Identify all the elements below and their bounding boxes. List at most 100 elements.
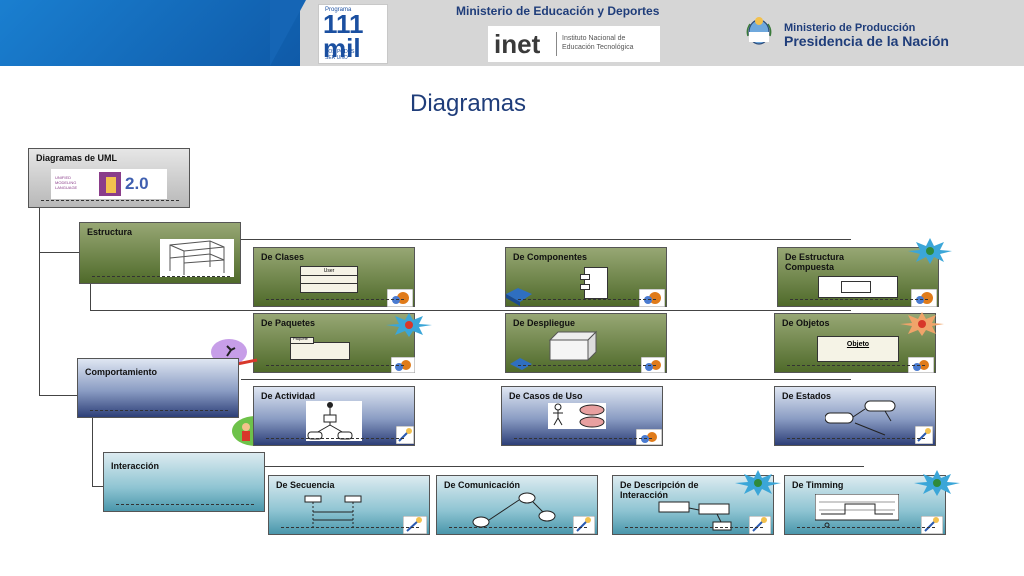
connector-root-structure xyxy=(39,252,79,253)
interaction-label: Interacción xyxy=(111,461,160,471)
wand-tool-icon xyxy=(403,516,427,534)
connector-root-vertical xyxy=(39,208,40,396)
structure-box[interactable]: Estructura xyxy=(79,222,241,284)
interaction-overview-mini-diagram xyxy=(658,501,732,531)
connector-structure-down xyxy=(90,284,91,310)
wand-tool-icon xyxy=(396,426,414,444)
wand-tool-icon xyxy=(921,516,943,534)
gear-tool-icon xyxy=(911,289,937,307)
component-mini-diagram xyxy=(580,267,608,299)
state-mini-diagram xyxy=(825,400,896,436)
box-dash-line xyxy=(116,504,254,505)
puzzle-piece-icon xyxy=(506,288,532,306)
presidency-label: Presidencia de la Nación xyxy=(784,33,949,49)
new-star-badge-icon xyxy=(386,313,432,337)
behavior-label: Comportamiento xyxy=(85,367,157,377)
diagram-secuencia-label: De Secuencia xyxy=(276,480,335,490)
uml-root-box[interactable]: Diagramas de UML UNIFIED MODELING LANGUA… xyxy=(28,148,190,208)
header-blue-band xyxy=(0,0,300,66)
box-dash-line xyxy=(625,527,763,528)
diagram-estados-label: De Estados xyxy=(782,391,832,401)
diagram-estructura-compuesta-label: De Estructura Compuesta xyxy=(785,252,845,272)
connector-structure-row2 xyxy=(241,310,851,311)
diagram-clases-box[interactable]: De Clases User xyxy=(253,247,415,307)
connector-behavior-row xyxy=(241,379,851,380)
diagram-paquetes-box[interactable]: De Paquetes Paquete xyxy=(253,313,415,373)
box-dash-line xyxy=(514,438,652,439)
structure-label: Estructura xyxy=(87,227,133,237)
diagram-casos-uso-box[interactable]: De Casos de Uso xyxy=(501,386,663,446)
diagram-casos-uso-label: De Casos de Uso xyxy=(509,391,583,401)
box-dash-line xyxy=(266,365,404,366)
box-dash-line xyxy=(41,200,179,201)
uml-logo-text: UNIFIED MODELING LANGUAGE xyxy=(55,175,78,190)
uml-logo-icon xyxy=(51,169,167,199)
diagram-comunicacion-box[interactable]: De Comunicación xyxy=(436,475,598,535)
ministry-production-label: Ministerio de Producción xyxy=(784,22,916,34)
ministry-education-title: Ministerio de Educación y Deportes xyxy=(456,4,660,18)
argentina-shield-icon xyxy=(746,17,772,45)
diagram-comunicacion-label: De Comunicación xyxy=(444,480,521,490)
box-dash-line xyxy=(281,527,419,528)
connector-structure-row1 xyxy=(241,239,851,240)
box-dash-line xyxy=(92,276,230,277)
new-star-badge-icon xyxy=(735,470,781,496)
building-frame-icon xyxy=(160,239,234,277)
sequence-mini-diagram xyxy=(304,495,362,528)
use-case-mini-diagram xyxy=(548,403,606,429)
new-star-badge-icon xyxy=(914,470,960,496)
uml-version: 2.0 xyxy=(125,174,149,193)
package-mini-diagram: Paquete xyxy=(290,336,350,360)
diagram-estructura-compuesta-box[interactable]: De Estructura Compuesta xyxy=(777,247,939,307)
box-dash-line xyxy=(266,438,404,439)
wand-tool-icon xyxy=(573,516,595,534)
box-dash-line xyxy=(518,365,656,366)
diagram-descripcion-interaccion-label: De Descripción de Interacción xyxy=(620,480,699,500)
wand-tool-icon xyxy=(749,516,771,534)
header-wedge xyxy=(270,0,306,66)
diagram-timming-box[interactable]: De Timming xyxy=(784,475,946,535)
gear-tool-icon xyxy=(387,289,413,307)
activity-mini-diagram xyxy=(306,401,362,441)
diagram-actividad-label: De Actividad xyxy=(261,391,316,401)
program-small-label: Programa xyxy=(325,7,352,13)
diagram-paquetes-label: De Paquetes xyxy=(261,318,316,328)
class-mini-diagram: User xyxy=(300,266,358,293)
composite-mini-diagram xyxy=(818,276,898,298)
diagram-objetos-box[interactable]: De Objetos Objeto xyxy=(774,313,936,373)
box-dash-line xyxy=(787,365,925,366)
diagram-timming-label: De Timming xyxy=(792,480,844,490)
puzzle-piece-icon xyxy=(510,358,532,370)
diagram-actividad-box[interactable]: De Actividad xyxy=(253,386,415,446)
wand-tool-icon xyxy=(915,426,933,444)
diagram-clases-label: De Clases xyxy=(261,252,305,262)
behavior-box[interactable]: Comportamiento xyxy=(77,358,239,418)
node-cube-icon xyxy=(548,330,598,362)
connector-behavior-down xyxy=(92,418,93,486)
box-dash-line xyxy=(90,410,228,411)
box-dash-line xyxy=(790,299,928,300)
object-mini-diagram: Objeto xyxy=(817,336,899,362)
diagram-componentes-box[interactable]: De Componentes xyxy=(505,247,667,307)
uml-root-label: Diagramas de UML xyxy=(36,153,118,163)
box-dash-line xyxy=(266,299,404,300)
gear-tool-icon xyxy=(636,429,662,445)
new-star-badge-icon xyxy=(900,312,944,336)
box-dash-line xyxy=(518,299,656,300)
connector-interaction xyxy=(92,486,103,487)
inet-word: inet xyxy=(494,29,541,59)
interaction-box[interactable]: Interacción xyxy=(103,452,265,512)
new-star-badge-icon xyxy=(908,238,952,264)
connector-interaction-row xyxy=(264,466,864,467)
box-dash-line xyxy=(787,438,925,439)
timing-mini-diagram xyxy=(815,494,899,528)
diagram-secuencia-box[interactable]: De Secuencia xyxy=(268,475,430,535)
box-dash-line xyxy=(449,527,587,528)
diagram-despliegue-box[interactable]: De Despliegue xyxy=(505,313,667,373)
diagram-estados-box[interactable]: De Estados xyxy=(774,386,936,446)
